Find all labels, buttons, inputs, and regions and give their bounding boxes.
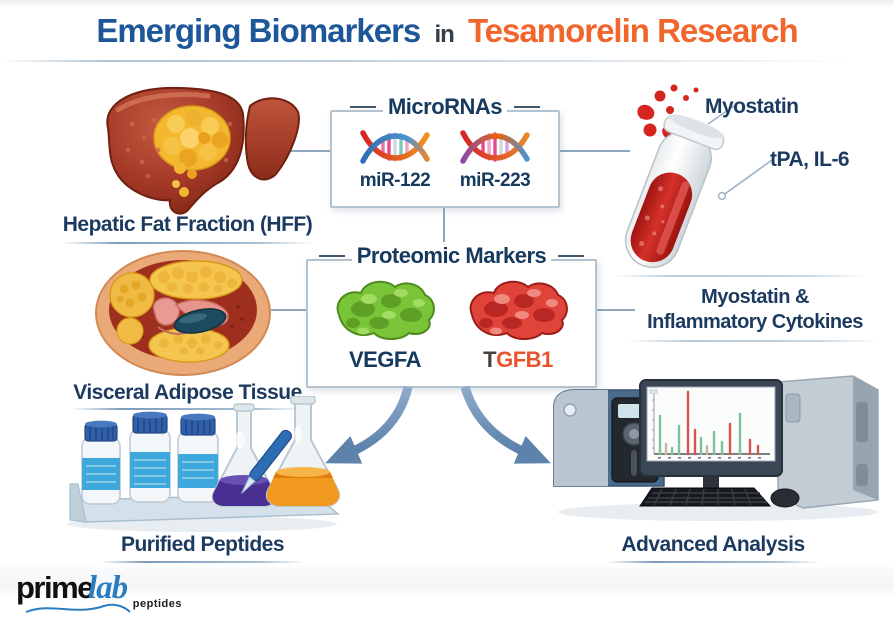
peptide-vials-and-flasks-illustration [67, 396, 341, 532]
abdominal-cross-section-illustration [95, 250, 271, 376]
title-part-blue: Emerging Biomarkers [96, 12, 421, 49]
proteomic-box: Proteomic Markers VEGFA [306, 243, 597, 388]
mirna-item: miR-223 [458, 128, 532, 192]
mirna-item: miR-122 [358, 128, 432, 192]
title-part-in: in [434, 21, 454, 48]
primelab-logo: primelab peptides [16, 570, 196, 628]
pipette [241, 429, 293, 494]
connector-liver-to-mirna [260, 150, 330, 152]
instrument-tower [777, 375, 879, 509]
micrornas-box-title: MicroRNAs [332, 94, 558, 120]
arrow-to-advanced-analysis [460, 385, 551, 464]
micrornas-box: MicroRNAs [330, 94, 560, 208]
pointer-line-tpa [721, 159, 773, 197]
proteomic-box-title: Proteomic Markers [308, 243, 595, 269]
hff-underline [62, 242, 314, 244]
title-part-orange: Tesamorelin Research [467, 12, 799, 49]
peptide-vial [81, 420, 121, 505]
chromatogram-chart [649, 389, 770, 459]
hff-label: Hepatic Fat Fraction (HFF) [62, 213, 313, 236]
page-title: Emerging Biomarkers in Tesamorelin Resea… [0, 12, 894, 50]
arrow-to-purified-peptides [325, 385, 413, 464]
caption-rule-top [614, 275, 866, 277]
monitor [639, 379, 783, 496]
tgfb1-label-t: T [483, 347, 497, 372]
hplc-computer-workstation-illustration [553, 375, 879, 521]
blood-test-tube-illustration [624, 84, 773, 269]
visceral-fat-lobes [109, 260, 243, 363]
purified-peptides-label: Purified Peptides [120, 533, 285, 556]
title-divider-line [0, 60, 894, 62]
title-dash-left [349, 106, 376, 108]
logo-text-peptides: peptides [132, 598, 182, 610]
title-dash-right [514, 106, 541, 108]
connector-proteomic-to-cytokines [593, 309, 635, 311]
connector-visceral-to-proteomic [271, 309, 306, 311]
myostatin-callout-label: Myostatin [705, 95, 799, 118]
vegfa-label: VEGFA [348, 347, 422, 372]
protein-blob-green-icon [336, 280, 435, 340]
organ-shape [173, 308, 227, 334]
tgfb1-label: TGFB1 [483, 347, 553, 373]
keyboard [639, 487, 772, 507]
visceral-underline [70, 408, 305, 410]
protein-blob-red-icon [469, 280, 568, 340]
caption-rule-bottom [626, 340, 878, 342]
flask-orange [265, 396, 341, 507]
pointer-line-myostatin [707, 105, 735, 125]
test-tube-body [624, 114, 725, 269]
connector-mirna-to-proteomic [443, 204, 445, 242]
mouse [770, 488, 800, 508]
tpa-il6-callout-label: tPA, IL-6 [770, 148, 850, 171]
advanced-underline [606, 561, 821, 563]
micrornas-title-text: MicroRNAs [382, 94, 508, 120]
logo-text-lab: lab [87, 570, 128, 606]
cytokines-caption-line1: Myostatin & [701, 286, 809, 308]
visceral-label: Visceral Adipose Tissue [73, 381, 302, 404]
tgfb1-label-rest: GFB1 [496, 347, 553, 372]
title-dash-left [318, 255, 345, 257]
proteomic-item: VEGFA [329, 275, 441, 373]
mirna-label: miR-122 [359, 170, 431, 191]
fatty-liver-illustration [106, 86, 300, 215]
peptide-vial [177, 413, 219, 503]
purified-underline [100, 561, 305, 563]
proteomic-title-text: Proteomic Markers [351, 243, 552, 269]
dna-helix-icon [360, 130, 430, 164]
dna-helix-icon [460, 130, 530, 164]
logo-text-prime: prime [16, 570, 94, 605]
advanced-analysis-label: Advanced Analysis [621, 533, 805, 556]
cytokines-caption-line2: Inflammatory Cytokines [647, 311, 863, 333]
peptide-vial [129, 411, 171, 503]
connector-mirna-to-tube [556, 150, 630, 152]
flow-arrows [325, 385, 551, 464]
background-band [0, 566, 894, 596]
fat-deposit-cluster [153, 105, 231, 197]
pointer-dot [717, 191, 727, 201]
proteomic-item: TGFB1 [462, 275, 574, 373]
title-dash-right [558, 255, 585, 257]
logo-swoosh [25, 603, 131, 613]
mirna-label: miR-223 [459, 170, 531, 191]
